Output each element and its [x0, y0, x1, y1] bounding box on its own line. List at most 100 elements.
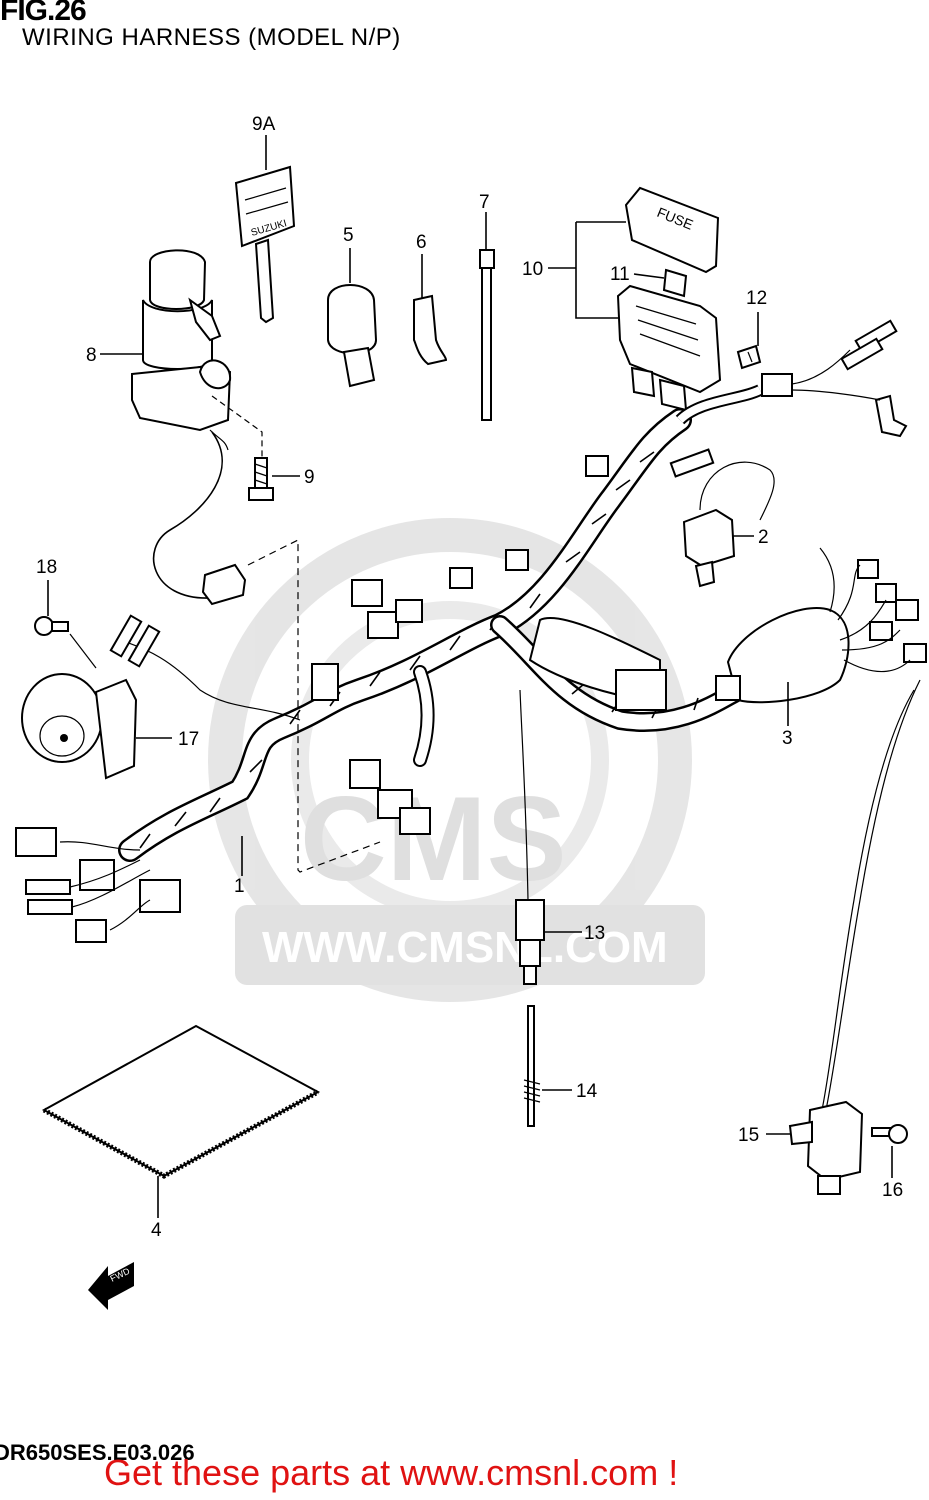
figure-number: FIG.26 — [0, 0, 87, 27]
neutral-switch-thread — [519, 939, 541, 967]
key-head — [234, 165, 296, 248]
ref-label-8[interactable]: 8 — [86, 345, 97, 366]
cdi-connector-c — [895, 599, 919, 621]
ref-label-15[interactable]: 15 — [738, 1125, 759, 1146]
sensor-screw-head — [888, 1124, 908, 1144]
ring-terminal[interactable] — [874, 394, 908, 438]
fuse-cover — [624, 186, 720, 274]
dashed-guide-9 — [211, 395, 263, 458]
sensor-foot — [817, 1175, 841, 1195]
ref-label-2[interactable]: 2 — [758, 527, 769, 548]
bullet-terminal-d[interactable] — [854, 319, 898, 353]
sensor-body — [806, 1100, 864, 1182]
connector-l[interactable] — [15, 827, 57, 857]
horn-diaphragm — [39, 715, 85, 757]
horn-terminal-b[interactable] — [127, 624, 161, 668]
figure-subtitle: WIRING HARNESS (MODEL N/P) — [22, 24, 401, 51]
connector-h[interactable] — [449, 567, 473, 589]
cdi-connector-d — [869, 621, 893, 641]
ref-label-1[interactable]: 1 — [234, 876, 245, 897]
part-18-bolt[interactable] — [34, 616, 69, 636]
connector-d[interactable] — [311, 663, 339, 701]
part-9-bolt[interactable] — [248, 457, 274, 501]
key-head-grooves — [244, 187, 289, 215]
connector-e[interactable] — [349, 759, 381, 789]
part-2-relay[interactable] — [682, 508, 736, 588]
ref-label-4[interactable]: 4 — [151, 1220, 162, 1241]
ref-label-14[interactable]: 14 — [576, 1081, 598, 1102]
bullet-terminal-b[interactable] — [27, 899, 73, 915]
watermark: CMS WWW.CMSNL.COM — [208, 518, 705, 1002]
cdi-grommet — [715, 675, 741, 701]
sensor-tab — [788, 1120, 813, 1146]
ref-label-7[interactable]: 7 — [479, 192, 490, 213]
connector-o[interactable] — [75, 919, 107, 943]
screw-head — [736, 344, 762, 370]
connector-a[interactable] — [351, 579, 383, 607]
fuse-base-slots — [635, 305, 701, 357]
ref-label-5[interactable]: 5 — [343, 225, 354, 246]
horn-terminal-a[interactable] — [109, 614, 143, 658]
bracket-body — [413, 294, 448, 366]
manual-sheet — [41, 1024, 321, 1178]
fwd-arrow-shape — [88, 1262, 134, 1310]
ref-label-16[interactable]: 16 — [882, 1180, 903, 1201]
bullet-terminal-c[interactable] — [669, 448, 715, 478]
bullet-terminal-a[interactable] — [25, 879, 71, 895]
part-14-spring[interactable] — [523, 1005, 541, 1127]
fuse-base — [616, 284, 722, 394]
part-10-fuse-box-base[interactable] — [616, 284, 722, 412]
key-blade — [254, 238, 275, 324]
manual-edge — [42, 1089, 320, 1179]
part-8-ignition-switch[interactable] — [131, 249, 232, 451]
parts-link[interactable]: Get these parts at www.cmsnl.com ! — [104, 1452, 679, 1493]
connector-i[interactable] — [505, 549, 529, 571]
bolt-head — [248, 487, 274, 501]
connector-g[interactable] — [399, 807, 431, 835]
bracket-10 — [575, 222, 618, 319]
connector-c[interactable] — [395, 599, 423, 623]
part-10-fuse-box-cover[interactable]: FUSE — [624, 186, 720, 274]
ref-label-9a[interactable]: 9A — [252, 114, 276, 135]
connector-n[interactable] — [139, 879, 181, 913]
switch-cap — [149, 249, 207, 310]
ref-label-13[interactable]: 13 — [584, 923, 605, 944]
bullet-terminal-e[interactable] — [840, 337, 884, 371]
watermark-url: WWW.CMSNL.COM — [262, 923, 668, 972]
part-13-neutral-switch[interactable] — [515, 899, 545, 985]
connector-k[interactable] — [761, 373, 793, 397]
part-5-wire-clamp[interactable] — [327, 284, 378, 388]
part-15-side-stand-switch[interactable] — [788, 1100, 864, 1195]
part-17-horn[interactable] — [21, 673, 138, 780]
ref-label-11[interactable]: 11 — [610, 264, 630, 285]
connector-b[interactable] — [367, 611, 399, 639]
ref-label-3[interactable]: 3 — [782, 728, 793, 749]
coil-connector — [615, 669, 667, 711]
part-12-screw[interactable] — [736, 344, 762, 370]
part-4-wiring-manual[interactable] — [41, 1024, 321, 1179]
part-6-bracket[interactable] — [413, 294, 448, 366]
ref-label-10[interactable]: 10 — [522, 259, 543, 280]
relay-body — [682, 508, 736, 568]
fuse-connector-right — [658, 378, 688, 412]
switch-connector[interactable] — [201, 563, 247, 606]
ref-label-9[interactable]: 9 — [304, 467, 315, 488]
part-7-cable-tie[interactable] — [479, 249, 495, 421]
connector-j[interactable] — [585, 455, 609, 477]
horn-bracket — [94, 678, 138, 780]
reference-labels: 1 2 3 4 5 6 7 8 9 9A 10 11 12 13 14 15 1… — [36, 114, 903, 1241]
ref-label-6[interactable]: 6 — [416, 232, 427, 253]
horn-bolt-shank — [51, 621, 69, 632]
part-11-fuse[interactable] — [662, 268, 688, 298]
ref-label-12[interactable]: 12 — [746, 288, 767, 309]
part-9a-ignition-key[interactable]: SUZUKI — [234, 165, 296, 324]
cdi-leads — [819, 547, 911, 673]
ref-label-18[interactable]: 18 — [36, 557, 57, 578]
ref-label-17[interactable]: 17 — [178, 729, 199, 750]
neutral-switch-lead — [519, 689, 529, 901]
part-16-screw[interactable] — [871, 1124, 908, 1144]
ignition-coil[interactable] — [528, 617, 667, 711]
part-3-cdi-unit[interactable] — [715, 559, 927, 704]
